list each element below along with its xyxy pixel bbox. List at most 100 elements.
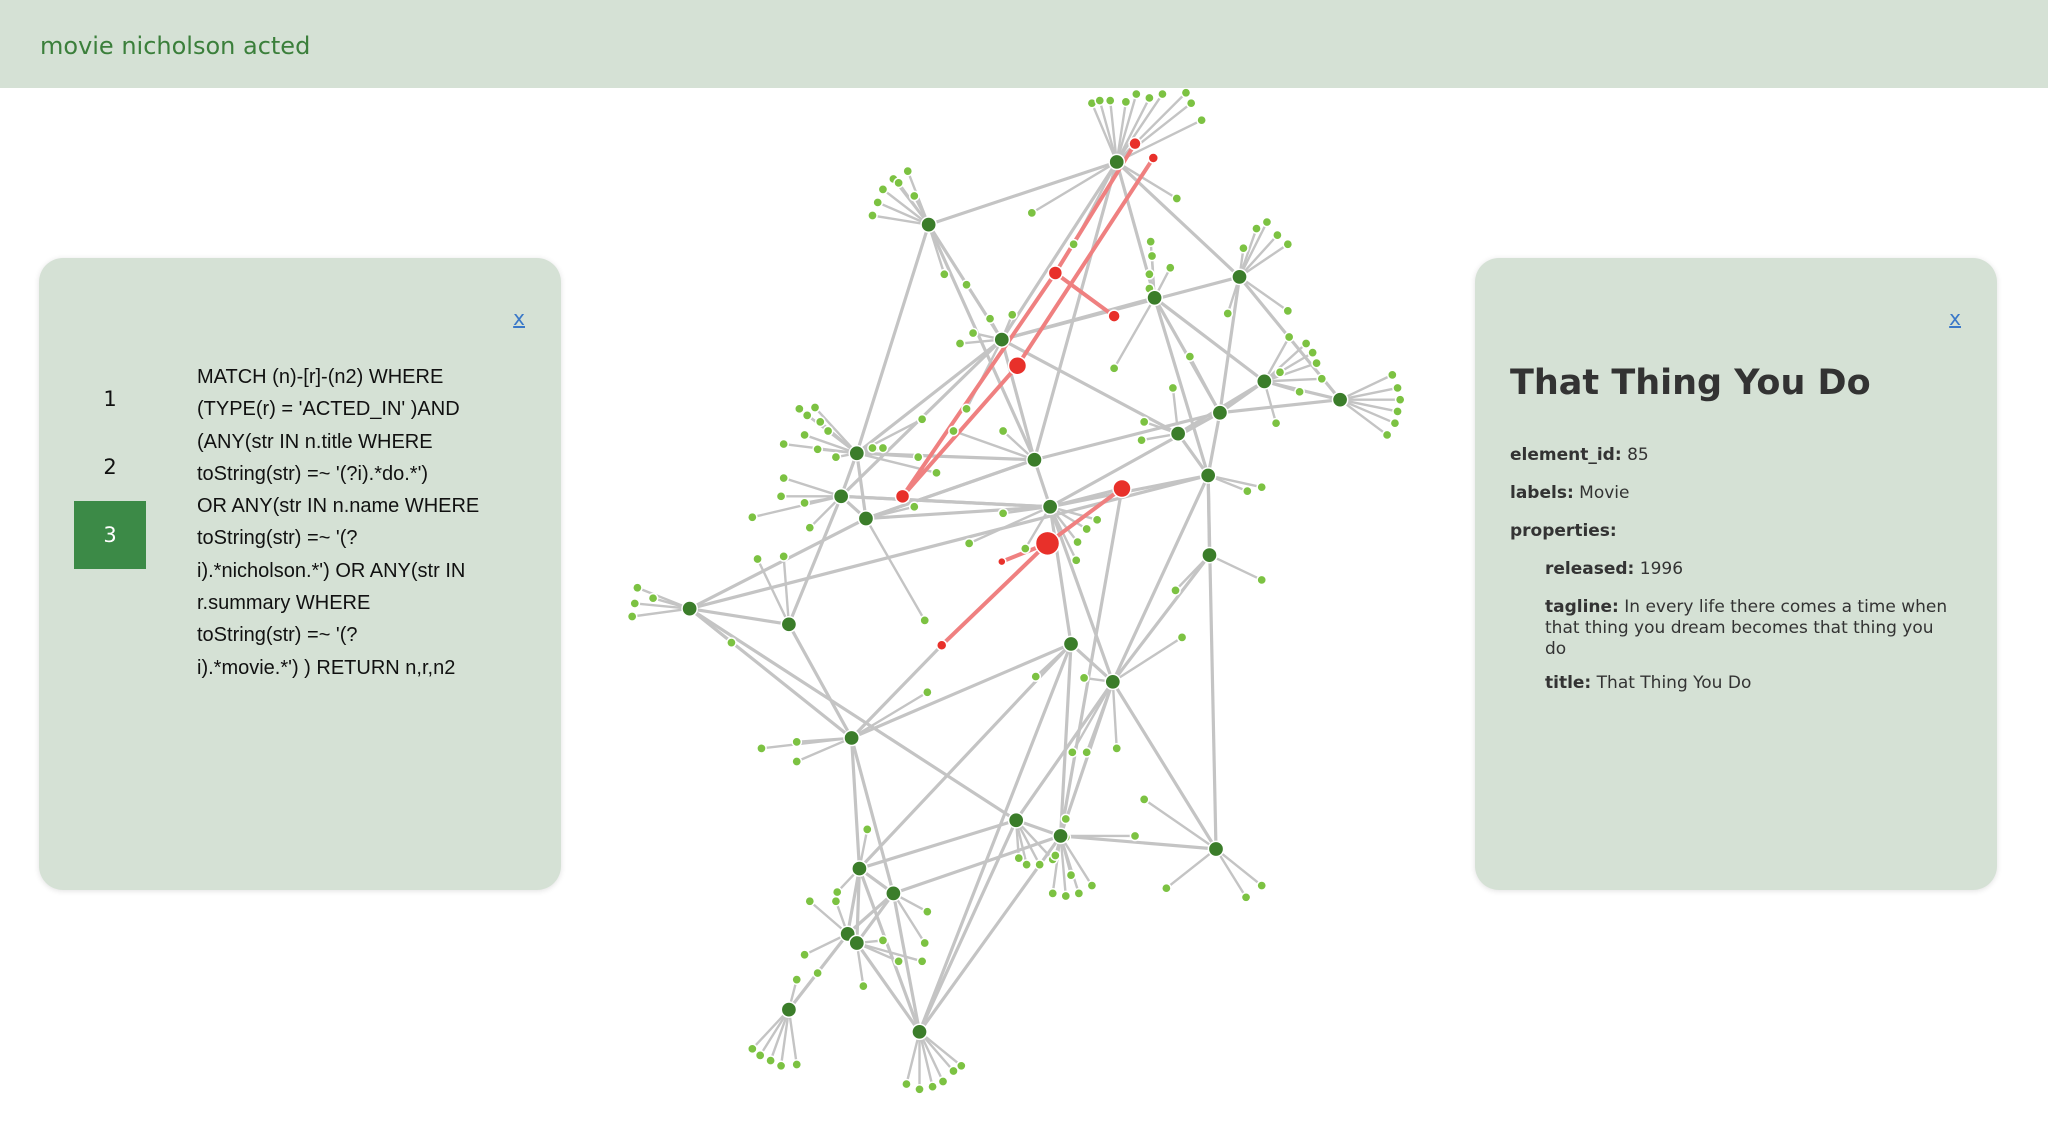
leaf-node[interactable]: [1019, 543, 1031, 554]
leaf-node[interactable]: [1389, 417, 1401, 429]
leaf-node[interactable]: [830, 451, 842, 463]
leaf-node[interactable]: [931, 467, 942, 479]
details-panel-close-button[interactable]: x: [1949, 306, 1961, 330]
leaf-node[interactable]: [1060, 813, 1072, 825]
leaf-node[interactable]: [1021, 859, 1032, 871]
leaf-node[interactable]: [1161, 882, 1172, 894]
leaf-node[interactable]: [908, 501, 920, 513]
leaf-node[interactable]: [647, 592, 659, 604]
hub-node[interactable]: [1169, 425, 1187, 442]
leaf-node[interactable]: [1241, 485, 1253, 497]
leaf-node[interactable]: [812, 443, 823, 455]
leaf-node[interactable]: [1256, 880, 1268, 891]
leaf-node[interactable]: [1392, 406, 1403, 417]
leaf-node[interactable]: [1282, 238, 1294, 250]
leaf-node[interactable]: [1294, 386, 1305, 398]
leaf-node[interactable]: [632, 582, 643, 594]
leaf-node[interactable]: [1145, 236, 1157, 247]
leaf-node[interactable]: [1138, 793, 1150, 805]
query-page-1-button[interactable]: 1: [103, 387, 117, 411]
leaf-node[interactable]: [902, 165, 914, 177]
leaf-node[interactable]: [626, 611, 638, 622]
leaf-node[interactable]: [1167, 382, 1179, 394]
leaf-node[interactable]: [1272, 229, 1283, 241]
leaf-node[interactable]: [814, 416, 826, 428]
hub-node[interactable]: [843, 729, 860, 747]
hub-node[interactable]: [1146, 289, 1163, 307]
leaf-node[interactable]: [948, 425, 959, 437]
leaf-node[interactable]: [1185, 97, 1197, 109]
leaf-node[interactable]: [1094, 95, 1106, 106]
hub-node[interactable]: [780, 1001, 798, 1018]
query-page-2-button[interactable]: 2: [103, 455, 117, 479]
hub-node[interactable]: [851, 860, 868, 877]
leaf-node[interactable]: [756, 743, 767, 754]
leaf-node[interactable]: [1307, 347, 1319, 359]
leaf-node[interactable]: [954, 338, 966, 349]
leaf-node[interactable]: [1049, 850, 1061, 861]
leaf-node[interactable]: [1068, 238, 1079, 250]
leaf-node[interactable]: [861, 824, 873, 835]
leaf-node[interactable]: [1026, 207, 1038, 219]
leaf-node[interactable]: [1184, 351, 1196, 362]
hub-node[interactable]: [1201, 546, 1218, 564]
leaf-node[interactable]: [752, 553, 763, 565]
leaf-node[interactable]: [1282, 305, 1294, 317]
leaf-node[interactable]: [1034, 859, 1046, 871]
highlighted-path[interactable]: [894, 136, 1160, 651]
leaf-node[interactable]: [1311, 357, 1322, 369]
leaf-node[interactable]: [629, 598, 641, 609]
leaf-node[interactable]: [1164, 262, 1176, 274]
leaf-node[interactable]: [1170, 585, 1181, 596]
leaf-node[interactable]: [901, 1078, 912, 1090]
hub-node[interactable]: [1331, 391, 1349, 409]
leaf-node[interactable]: [921, 686, 933, 698]
leaf-node[interactable]: [1081, 746, 1093, 758]
leaf-node[interactable]: [1180, 88, 1192, 99]
leaf-node[interactable]: [877, 184, 889, 195]
leaf-node[interactable]: [791, 756, 803, 767]
leaf-node[interactable]: [804, 522, 816, 534]
leaf-node[interactable]: [1300, 338, 1312, 349]
hub-node[interactable]: [1255, 373, 1273, 390]
hub-node[interactable]: [848, 934, 866, 952]
leaf-node[interactable]: [726, 637, 737, 648]
leaf-node[interactable]: [961, 403, 972, 415]
leaf-node[interactable]: [1394, 394, 1406, 406]
leaf-node[interactable]: [1176, 632, 1188, 643]
leaf-node[interactable]: [1030, 671, 1042, 682]
hub-node[interactable]: [1007, 811, 1025, 829]
leaf-node[interactable]: [1086, 880, 1098, 891]
leaf-node[interactable]: [775, 1060, 787, 1072]
leaf-node[interactable]: [778, 551, 790, 562]
leaf-node[interactable]: [830, 895, 842, 907]
highlighted-node[interactable]: [935, 639, 948, 651]
hub-node[interactable]: [832, 487, 850, 505]
leaf-node[interactable]: [1274, 366, 1286, 378]
leaf-node[interactable]: [877, 935, 889, 946]
leaf-node[interactable]: [997, 425, 1009, 437]
hub-node[interactable]: [1231, 268, 1248, 286]
highlighted-node[interactable]: [1107, 309, 1121, 323]
leaf-node[interactable]: [1066, 746, 1078, 758]
leaf-node[interactable]: [984, 313, 996, 325]
leaf-node[interactable]: [746, 1043, 758, 1055]
leaf-node[interactable]: [893, 955, 904, 967]
hub-node[interactable]: [1211, 404, 1229, 422]
leaf-node[interactable]: [778, 438, 790, 450]
leaf-node[interactable]: [775, 490, 787, 502]
hub-node[interactable]: [1104, 673, 1122, 691]
leaf-node[interactable]: [791, 736, 803, 748]
leaf-node[interactable]: [791, 974, 803, 985]
leaf-node[interactable]: [937, 1076, 949, 1087]
leaf-node[interactable]: [1091, 514, 1103, 526]
leaf-node[interactable]: [831, 886, 843, 898]
hub-node[interactable]: [1207, 840, 1225, 858]
leaf-node[interactable]: [1238, 242, 1249, 254]
leaf-node[interactable]: [921, 906, 933, 918]
leaf-node[interactable]: [1136, 434, 1147, 446]
leaf-node[interactable]: [857, 980, 869, 992]
leaf-node[interactable]: [1111, 743, 1123, 754]
leaf-node[interactable]: [916, 413, 928, 425]
leaf-node[interactable]: [1283, 331, 1295, 343]
